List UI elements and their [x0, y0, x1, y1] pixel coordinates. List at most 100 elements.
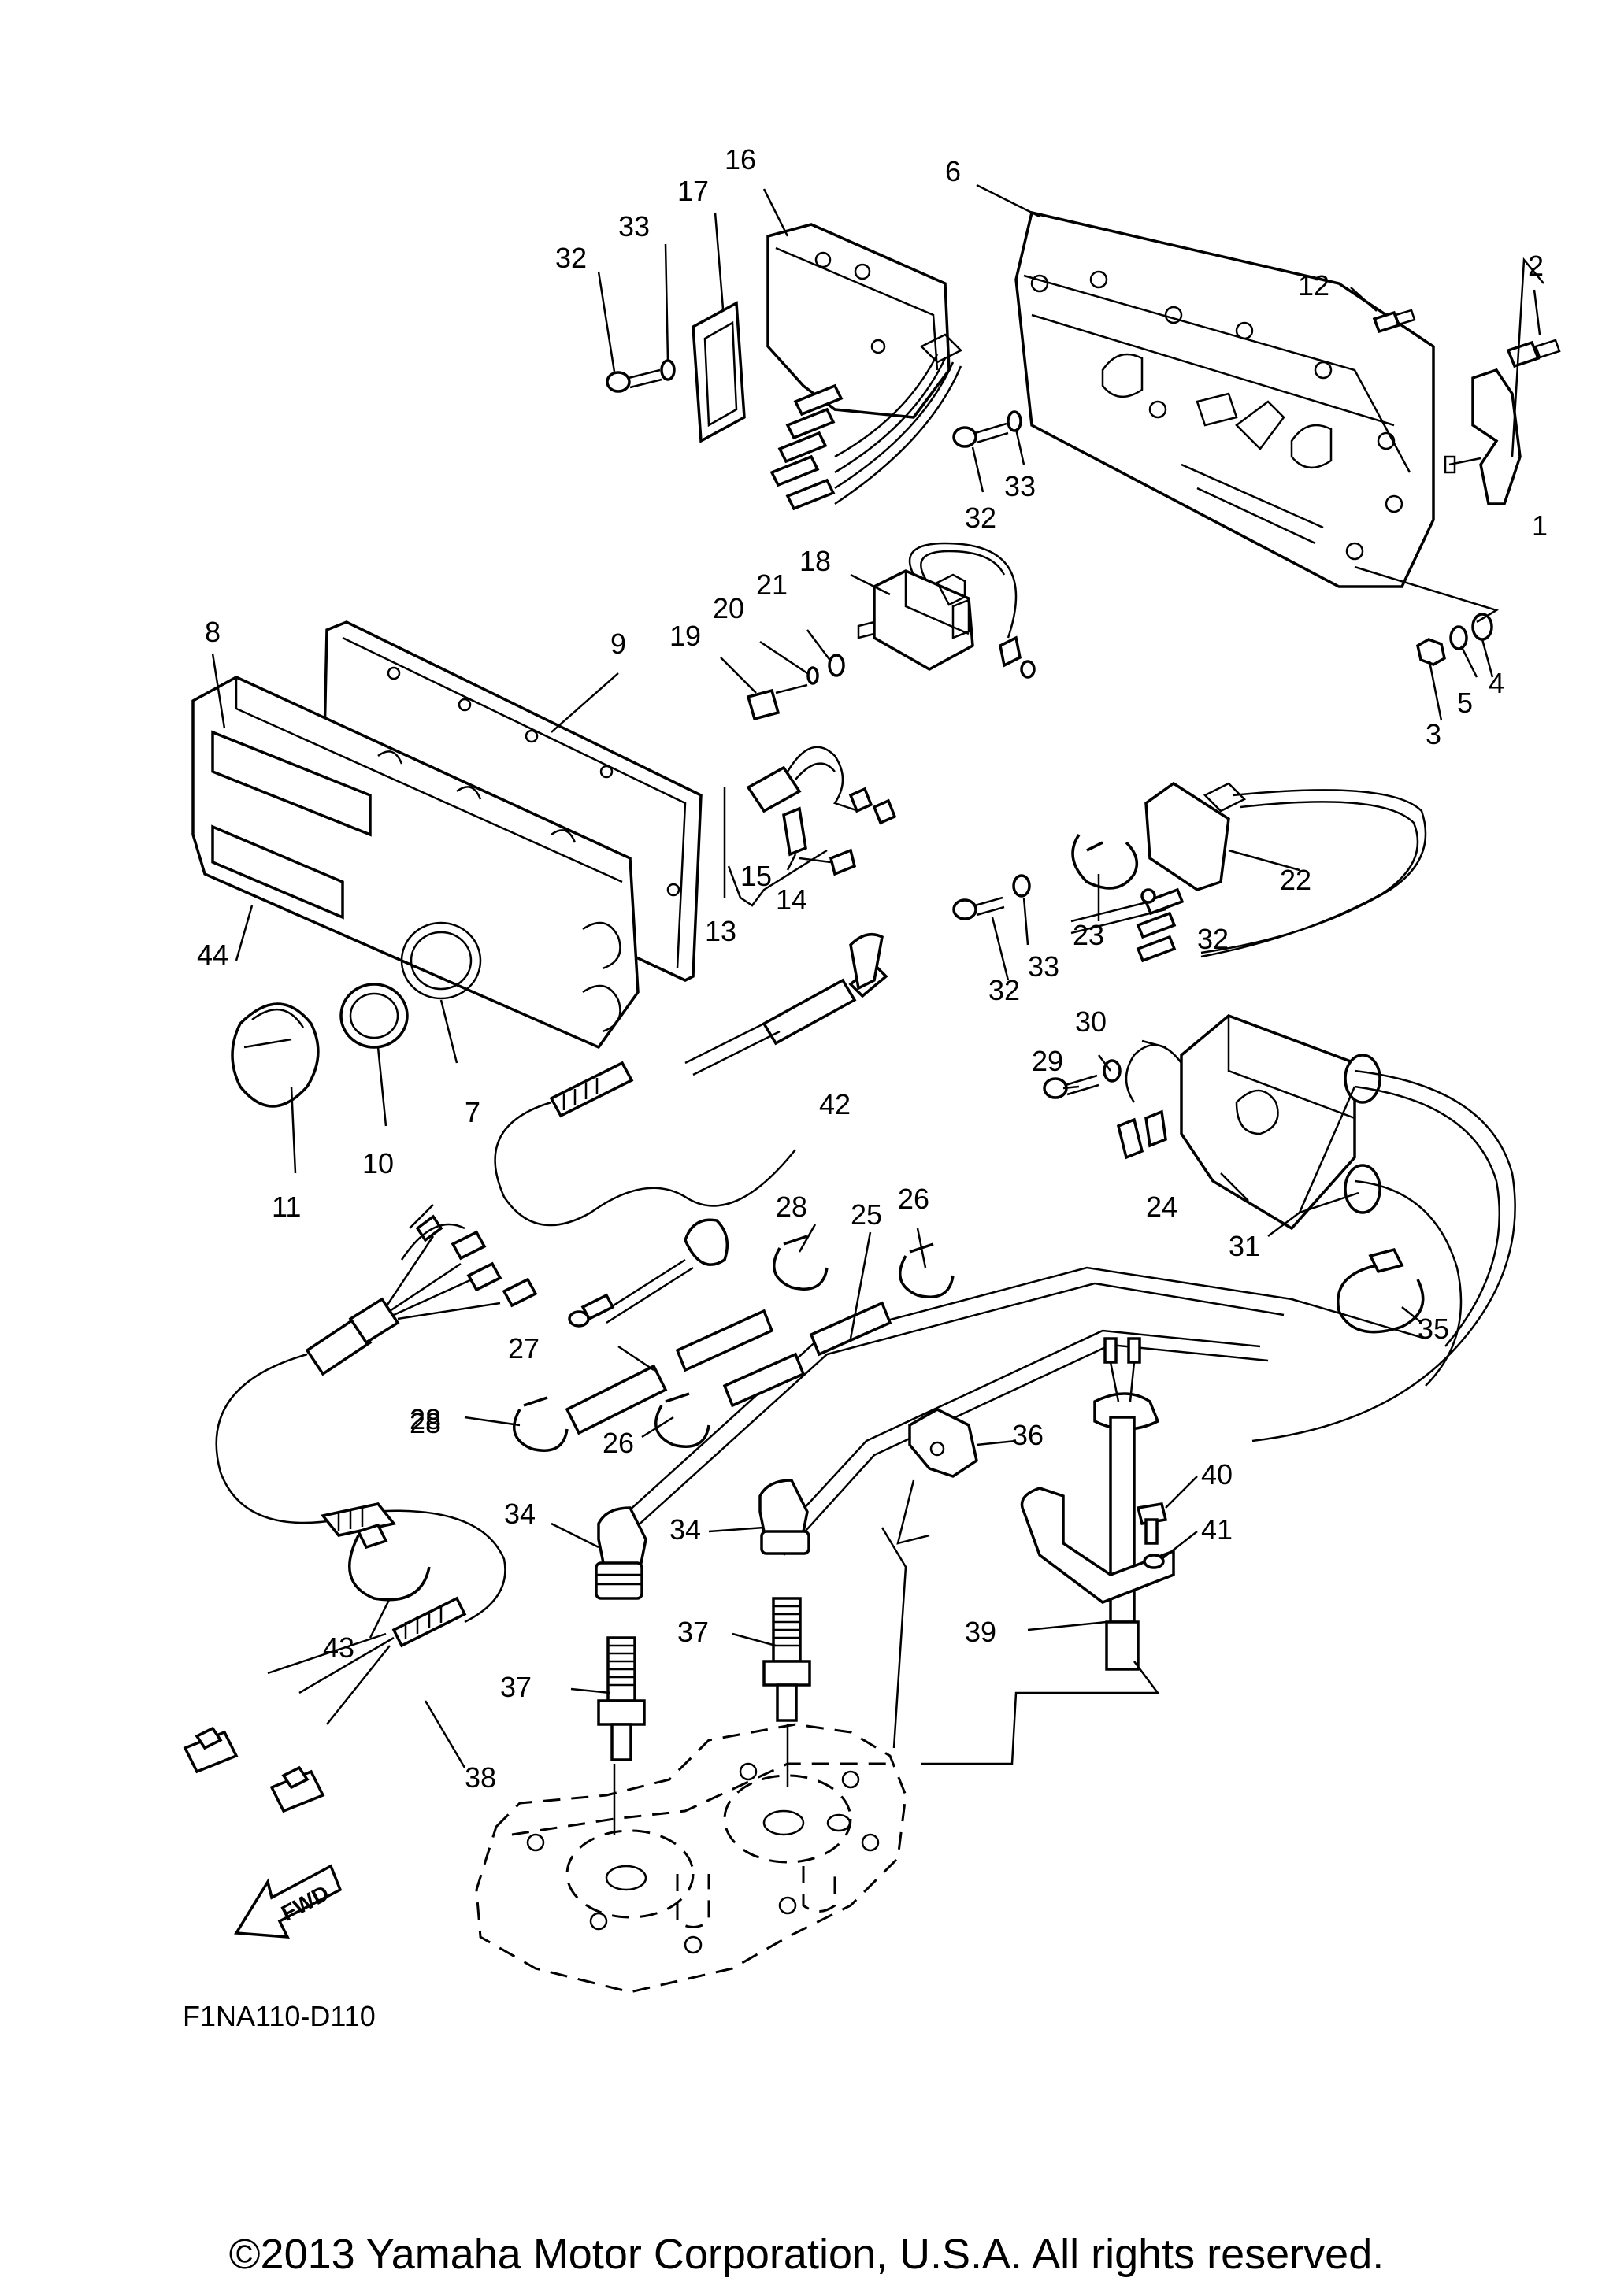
clamp-28-b[interactable]	[513, 1396, 569, 1452]
washer-33-b[interactable]	[1007, 410, 1022, 432]
washer-33[interactable]	[660, 359, 676, 381]
sensor-39[interactable]	[1020, 1337, 1175, 1671]
electrical-box-6[interactable]	[1014, 210, 1435, 588]
fuse-14[interactable]	[829, 848, 857, 876]
callout-11: 11	[272, 1191, 301, 1223]
callout-37: 37	[500, 1671, 532, 1703]
fuse-15[interactable]	[782, 806, 807, 857]
washer-30[interactable]	[1103, 1059, 1122, 1083]
sleeve-27[interactable]	[565, 1309, 774, 1435]
bolt-2[interactable]	[1506, 339, 1561, 368]
clamp-35[interactable]	[1337, 1247, 1425, 1334]
bracket-36[interactable]	[896, 1408, 978, 1545]
callout-41: 41	[1201, 1513, 1233, 1546]
screw-32-b[interactable]	[952, 422, 1009, 448]
spark-plug-37-b[interactable]	[762, 1597, 811, 1722]
callout-27: 27	[508, 1332, 540, 1365]
plug-cap-34-b[interactable]	[758, 1479, 810, 1555]
cdi-unit-16[interactable]	[766, 223, 963, 511]
sleeve-25-b[interactable]	[722, 1352, 806, 1408]
callout-19: 19	[669, 620, 701, 652]
bolt-12[interactable]	[1372, 309, 1416, 334]
clamp-26[interactable]	[899, 1242, 955, 1298]
callout-21: 21	[756, 568, 788, 601]
connector-38[interactable]	[183, 1726, 325, 1813]
clamp-26-b[interactable]	[654, 1392, 710, 1448]
callout-31: 31	[1229, 1230, 1260, 1262]
callout-34-b: 34	[669, 1513, 701, 1546]
cord-assy	[610, 1266, 1426, 1556]
screw-32-c[interactable]	[952, 896, 1005, 920]
callout-5: 5	[1457, 687, 1473, 719]
washer-41[interactable]	[1143, 1554, 1165, 1569]
bracket-1[interactable]	[1444, 368, 1522, 505]
ignition-coil-24[interactable]	[1116, 1014, 1356, 1231]
screw-40[interactable]	[1136, 1502, 1168, 1545]
seal-10[interactable]	[339, 983, 409, 1049]
label-8[interactable]	[211, 730, 372, 837]
callouts: 1 2 3 4 5 6 7 8 9 10 11 12 13 14 15 16 1…	[197, 143, 1548, 1794]
callout-28-b: 28	[410, 1407, 441, 1439]
rectifier-18[interactable]	[857, 542, 1036, 679]
lead-wire-42[interactable]	[494, 932, 888, 1227]
callout-42: 42	[819, 1088, 851, 1120]
callout-22: 22	[1280, 864, 1311, 896]
callout-35: 35	[1418, 1313, 1449, 1345]
figure-code: F1NA110-D110	[183, 2000, 376, 2032]
fwd-arrow-icon: FWD	[234, 1864, 343, 1939]
callout-24: 24	[1146, 1191, 1177, 1223]
screw-32[interactable]	[606, 368, 662, 393]
callout-28-c: 28	[776, 1191, 807, 1223]
callout-32-d: 32	[988, 974, 1020, 1006]
lead-grommet	[568, 1218, 729, 1328]
callout-33-c: 33	[1028, 950, 1059, 983]
clamp-28[interactable]	[773, 1235, 829, 1291]
label-44[interactable]	[211, 824, 344, 920]
callout-33: 33	[618, 210, 650, 243]
washer-21[interactable]	[828, 654, 845, 677]
hv-leads-24[interactable]	[1251, 1069, 1516, 1442]
washer-5[interactable]	[1449, 625, 1468, 650]
terminals-22[interactable]	[1136, 887, 1185, 963]
band-43[interactable]	[348, 1523, 431, 1602]
callout-18: 18	[799, 545, 831, 577]
plate-22[interactable]	[1070, 781, 1427, 958]
callout-14: 14	[776, 883, 807, 916]
callout-3: 3	[1426, 718, 1441, 750]
callout-44: 44	[197, 939, 228, 971]
nut-3[interactable]	[1416, 638, 1446, 666]
callout-36: 36	[1012, 1419, 1044, 1451]
callout-29: 29	[1032, 1045, 1063, 1077]
callout-17: 17	[677, 175, 709, 207]
cylinder-head	[475, 1723, 907, 1994]
sleeve-25[interactable]	[809, 1301, 892, 1357]
callout-16: 16	[725, 143, 756, 176]
leader-lines	[211, 183, 1544, 1835]
callout-26-b: 26	[603, 1427, 634, 1459]
callout-20: 20	[713, 592, 744, 624]
callout-34: 34	[504, 1498, 536, 1530]
grommet-31[interactable]	[1344, 1054, 1381, 1214]
harness-38[interactable]	[215, 1204, 538, 1725]
callout-1: 1	[1532, 509, 1548, 542]
callout-30: 30	[1075, 1005, 1107, 1038]
callout-4: 4	[1489, 667, 1504, 699]
spark-plug-37[interactable]	[597, 1636, 646, 1761]
callout-32-c: 32	[1197, 923, 1229, 955]
sensor-assy-13[interactable]	[746, 746, 897, 825]
washer-20[interactable]	[806, 666, 819, 685]
callout-25: 25	[851, 1198, 882, 1231]
cap-11[interactable]	[231, 1002, 320, 1108]
callout-10: 10	[362, 1147, 394, 1179]
copyright-notice: ©2013 Yamaha Motor Corporation, U.S.A. A…	[228, 2231, 1385, 2278]
callout-32-b: 32	[965, 502, 996, 534]
callout-12: 12	[1298, 269, 1329, 302]
callout-43: 43	[323, 1631, 354, 1664]
callout-8: 8	[205, 616, 221, 648]
clamp-23[interactable]	[1071, 834, 1139, 890]
bolt-19[interactable]	[746, 683, 808, 721]
washer-33-c[interactable]	[1012, 874, 1031, 898]
plug-cap-34[interactable]	[595, 1506, 647, 1600]
callout-9: 9	[610, 628, 626, 660]
bracket-17[interactable]	[692, 301, 746, 443]
